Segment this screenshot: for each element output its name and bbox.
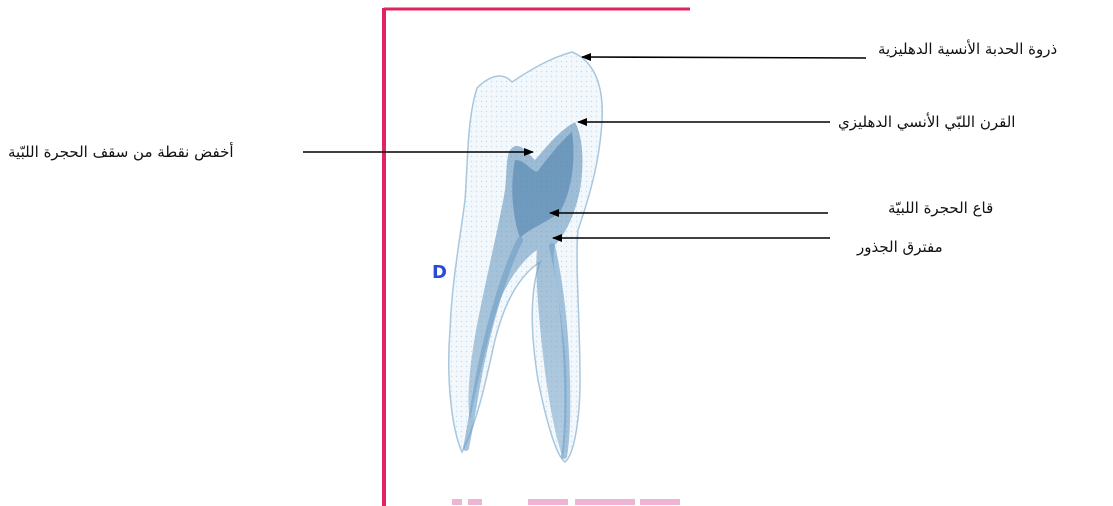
bottom-caption-remnant — [452, 499, 680, 505]
arrow-cusp-tip — [582, 57, 866, 58]
label-cusp-tip: ذروة الحدبة الأنسية الدهليزية — [878, 40, 1057, 58]
label-pulp-floor: قاع الحجرة اللبيّة — [888, 199, 993, 217]
distal-marker: D — [432, 262, 447, 283]
label-furcation: مفترق الجذور — [857, 238, 943, 256]
label-pulp-roof-lowest: أخفض نقطة من سقف الحجرة اللبّية — [8, 143, 234, 161]
label-pulp-horn: القرن اللبّي الأنسي الدهليزي — [838, 113, 1015, 131]
